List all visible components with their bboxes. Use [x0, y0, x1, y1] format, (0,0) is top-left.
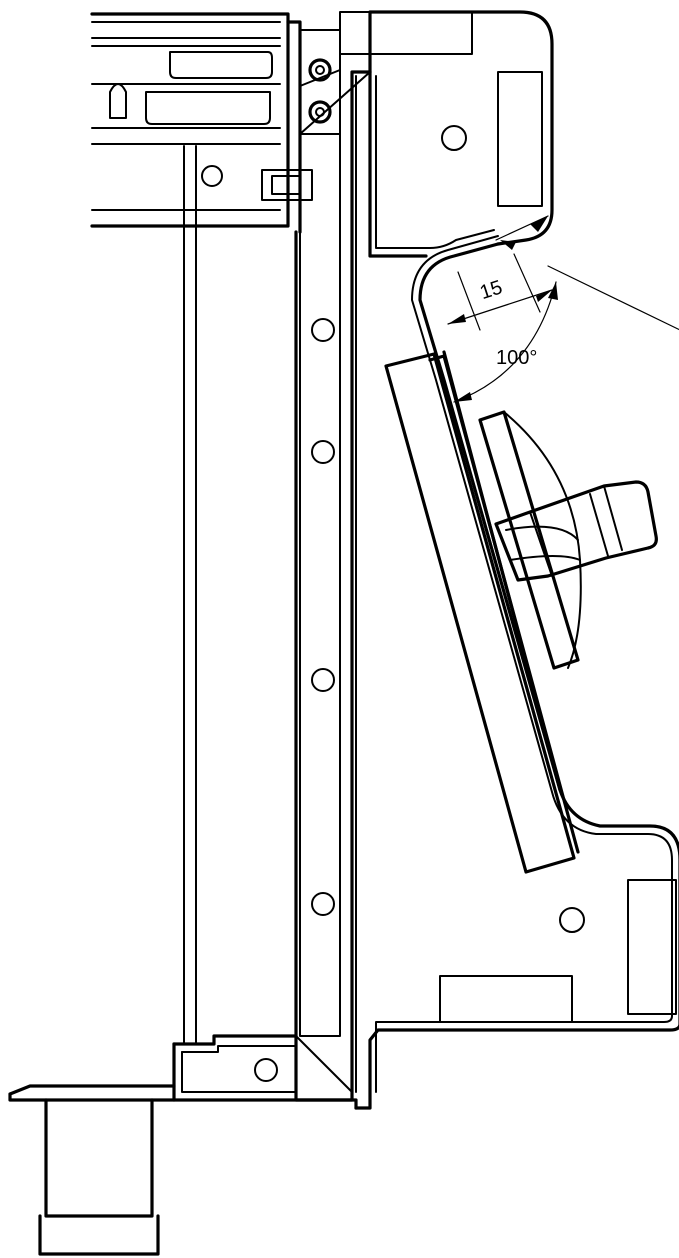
- base-block: [8, 1034, 358, 1256]
- bottom-tab: [439, 975, 573, 1023]
- vertical-post: [294, 70, 372, 1102]
- column-hole-2: [311, 440, 335, 464]
- top-tab: [339, 11, 473, 55]
- dimension-angle-label: 100°: [496, 347, 537, 369]
- dimension-annotations: 15 100°: [447, 215, 679, 403]
- dimension-offset-label: 15: [477, 276, 505, 304]
- housing-hole-bottom: [559, 907, 585, 933]
- top-mechanism: [90, 12, 371, 1045]
- top-slot: [497, 71, 543, 207]
- right-housing: [339, 10, 679, 1110]
- base-hole: [254, 1058, 278, 1082]
- column-hole-1: [311, 318, 335, 342]
- bottom-slot: [627, 879, 677, 1015]
- housing-hole-top: [441, 125, 467, 151]
- bolt-upper: [308, 58, 332, 82]
- column-hole-4: [311, 892, 335, 916]
- handle-knob: [478, 410, 658, 670]
- column-hole-3: [311, 668, 335, 692]
- bolt-lower: [308, 100, 332, 124]
- slanted-plate: [384, 350, 580, 874]
- mount-hole-top-left: [201, 165, 223, 187]
